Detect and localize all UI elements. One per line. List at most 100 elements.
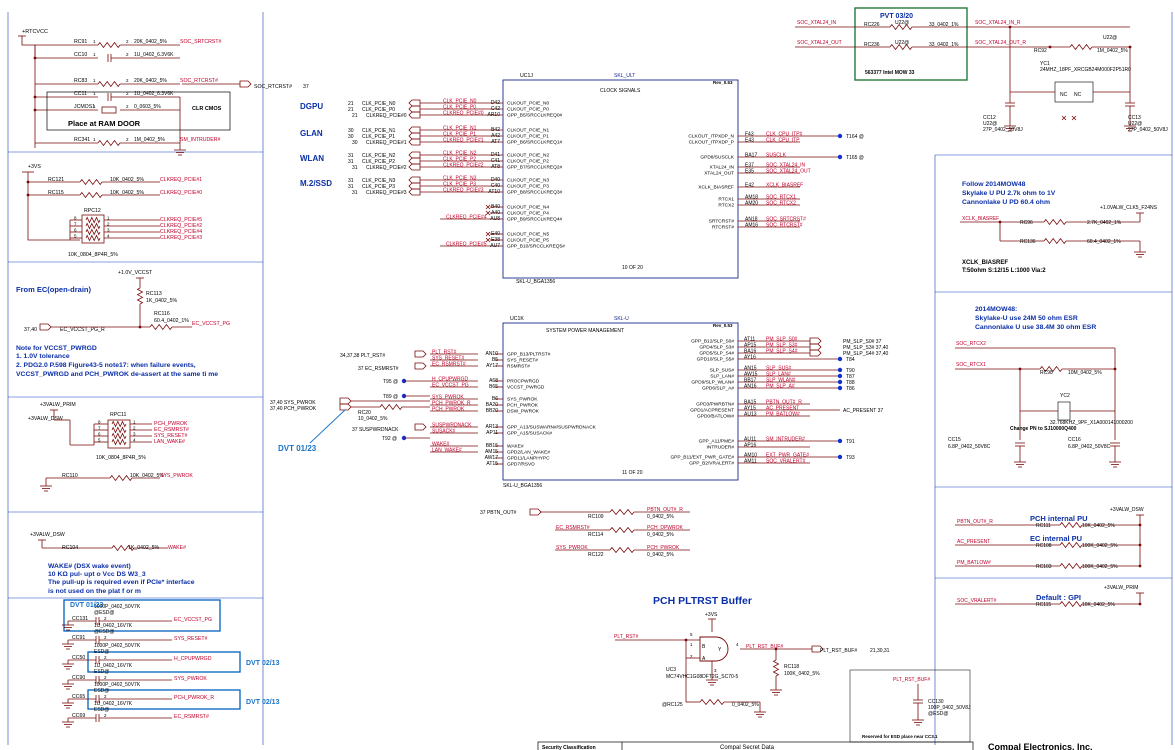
net-label-red: SYS_RESET# xyxy=(432,356,464,362)
net-label: CLKREQ_PCIE#3 xyxy=(160,235,202,241)
net-label: EC_RSMRST# xyxy=(174,714,209,720)
part-value: 0_0402_5% xyxy=(647,532,674,538)
net-label-red: SOC_XTAL24_IN_R xyxy=(975,20,1021,26)
net-label-red: PM_SLP_A# xyxy=(766,384,795,390)
test-point-icon xyxy=(837,367,843,373)
net-label: CLK_PCIE_N3 xyxy=(362,178,396,184)
resistor-icon xyxy=(699,698,725,706)
dvt-note: DVT 01/23 xyxy=(70,602,104,609)
power-rail-label: +3VALW_DSW xyxy=(30,532,65,538)
pin-signal-name: GPP_B12/SLP_S0# xyxy=(691,339,734,345)
offpage-connector-icon xyxy=(529,508,542,516)
ic-revision: Rev_0.53 xyxy=(713,323,733,328)
pin-number: B6 xyxy=(492,396,498,402)
pin-number: 6 xyxy=(74,228,77,233)
dvt-note: DVT 02/13 xyxy=(246,660,280,667)
net-label-red: PBTN_OUT#_R xyxy=(957,519,993,525)
resistor-icon xyxy=(85,222,101,230)
test-point-label: T165 @ xyxy=(846,155,864,161)
power-rail-label: +1.0V_VCCST xyxy=(118,270,153,276)
offpage-connector-icon xyxy=(339,397,352,405)
pin-number: AY17 xyxy=(486,363,498,369)
offpage-connector-icon xyxy=(811,645,824,653)
net-label-red: CLKREQ_PCIE#4 xyxy=(446,215,487,221)
resistor-icon xyxy=(1043,218,1067,226)
pin-number: BA16 xyxy=(744,349,756,355)
pin-signal-name: GPD9/SLP_WLAN# xyxy=(691,380,734,386)
net-label-red: SUSCLK xyxy=(766,153,787,159)
net-label-red: PM_SLP_S3# xyxy=(766,343,798,349)
offpage-connector-icon xyxy=(39,323,52,331)
test-point-icon xyxy=(837,379,843,385)
pin-number: AR13 xyxy=(485,424,498,430)
note-text: Note for VCCST_PWRGD xyxy=(16,345,97,352)
part-value: 1U_0402_16V7K xyxy=(94,701,133,707)
assembly-tag: U22@ xyxy=(895,20,909,26)
offpage-net-label: PM_SLP_S3# 37,40 xyxy=(843,345,889,351)
pin-number: AN16 xyxy=(744,384,757,390)
net-label-red: CLK_PCIE_N1 xyxy=(443,126,477,132)
pin-number: 1 xyxy=(93,137,96,142)
pin-signal-name: SYS_PWROK xyxy=(507,397,538,403)
ref-designator: RC104 xyxy=(62,545,78,551)
section-title: PCH PLTRST Buffer xyxy=(653,595,752,607)
power-rail-label: +3VALW_PRIM xyxy=(40,402,76,408)
ref-designator: CC130 xyxy=(928,699,944,705)
part-value: 27P_0402_50V8J xyxy=(983,127,1023,133)
pin-number: E37 xyxy=(745,163,754,169)
pin-number: AT15 xyxy=(486,461,498,467)
ref-designator: RC110 xyxy=(62,473,78,479)
pin-number: AW17 xyxy=(485,455,499,461)
pin-number: 2 xyxy=(133,426,136,431)
pin-signal-name: GPD2/LAN_WAKE# xyxy=(507,450,550,456)
net-label-red: CLKREQ_PCIE#1 xyxy=(443,138,484,144)
pvt-text: 563377 Intel MOW 33 xyxy=(865,70,915,76)
routing-spec: T:50ohm S:12/15 L:1000 Via:2 xyxy=(962,268,1046,274)
esd-tag: ESD@ xyxy=(94,707,109,713)
net-label-red: PM_BATLOW# xyxy=(957,560,991,566)
rtc-crystal-section: 2014MOW48:Skylake-U use 24M 50 ohm ESRCa… xyxy=(948,306,1133,468)
resistor-icon xyxy=(1069,43,1093,51)
net-label-red: AC_PRESENT xyxy=(766,406,799,412)
ref-designator: RC108 xyxy=(1036,543,1052,549)
note-text: Follow 2014MOW48 xyxy=(962,181,1026,188)
ref-designator: RC103 xyxy=(1036,564,1052,570)
net-label: SOC_SRTCRST# xyxy=(180,39,222,45)
pin-signal-name: CLKOUT_PCIE_P2 xyxy=(507,159,549,165)
ic-title: SKL_ULT xyxy=(614,73,635,79)
net-label-red: H_CPUPWRGD xyxy=(432,377,469,383)
part-value: 10K_0402_5% xyxy=(1082,523,1115,529)
part-value: 10K_0804_8P4R_5% xyxy=(96,455,146,461)
ref-designator: CC65 xyxy=(72,694,85,700)
pin-signal-name: GPP_B13/PLTRST# xyxy=(507,352,551,358)
net-label-red: SOC_RTCRST# xyxy=(766,223,803,229)
ref-designator: RC83 xyxy=(74,78,87,84)
pin-number: 2 xyxy=(104,655,107,660)
pin-number: 2 xyxy=(104,635,107,640)
net-label: EC_RSMRST# xyxy=(154,427,189,433)
ref-designator: RC122 xyxy=(588,552,604,558)
test-point-icon xyxy=(837,454,843,460)
pin-number: D41 xyxy=(491,152,500,158)
pin-signal-name: CLKOUT_PCIE_P5 xyxy=(507,238,549,244)
pin-number: AN10 xyxy=(485,351,498,357)
ref-designator: YC2 xyxy=(1060,393,1070,399)
pin-signal-name: GPD1/ACPRESENT xyxy=(690,408,734,414)
net-label-red: CLK_PCIE_N0 xyxy=(443,99,477,105)
pin-signal-name: CLKOUT_PCIE_P3 xyxy=(507,184,549,190)
ref-designator: RC91 xyxy=(74,39,87,45)
pin-name: Y xyxy=(718,647,722,653)
power-rail-label: +3VALW_DSW xyxy=(28,416,63,422)
pin-signal-name: RTCX1 xyxy=(718,197,734,203)
note-text: The pull-up is required even if PCIe* in… xyxy=(48,579,195,586)
net-label-red: PCH_DPWROK xyxy=(647,525,684,531)
no-connect-icon xyxy=(485,231,491,237)
ref-designator: RC98 xyxy=(1040,370,1053,376)
net-label: CLKREQ_PCIE#1 xyxy=(160,177,202,183)
part-value: 100K_0402_5% xyxy=(1082,564,1118,570)
net-label-red: XCLK_BIASREF xyxy=(766,183,803,189)
net-label: SYS_PWROK xyxy=(556,545,588,551)
resistor-icon xyxy=(1059,541,1083,549)
